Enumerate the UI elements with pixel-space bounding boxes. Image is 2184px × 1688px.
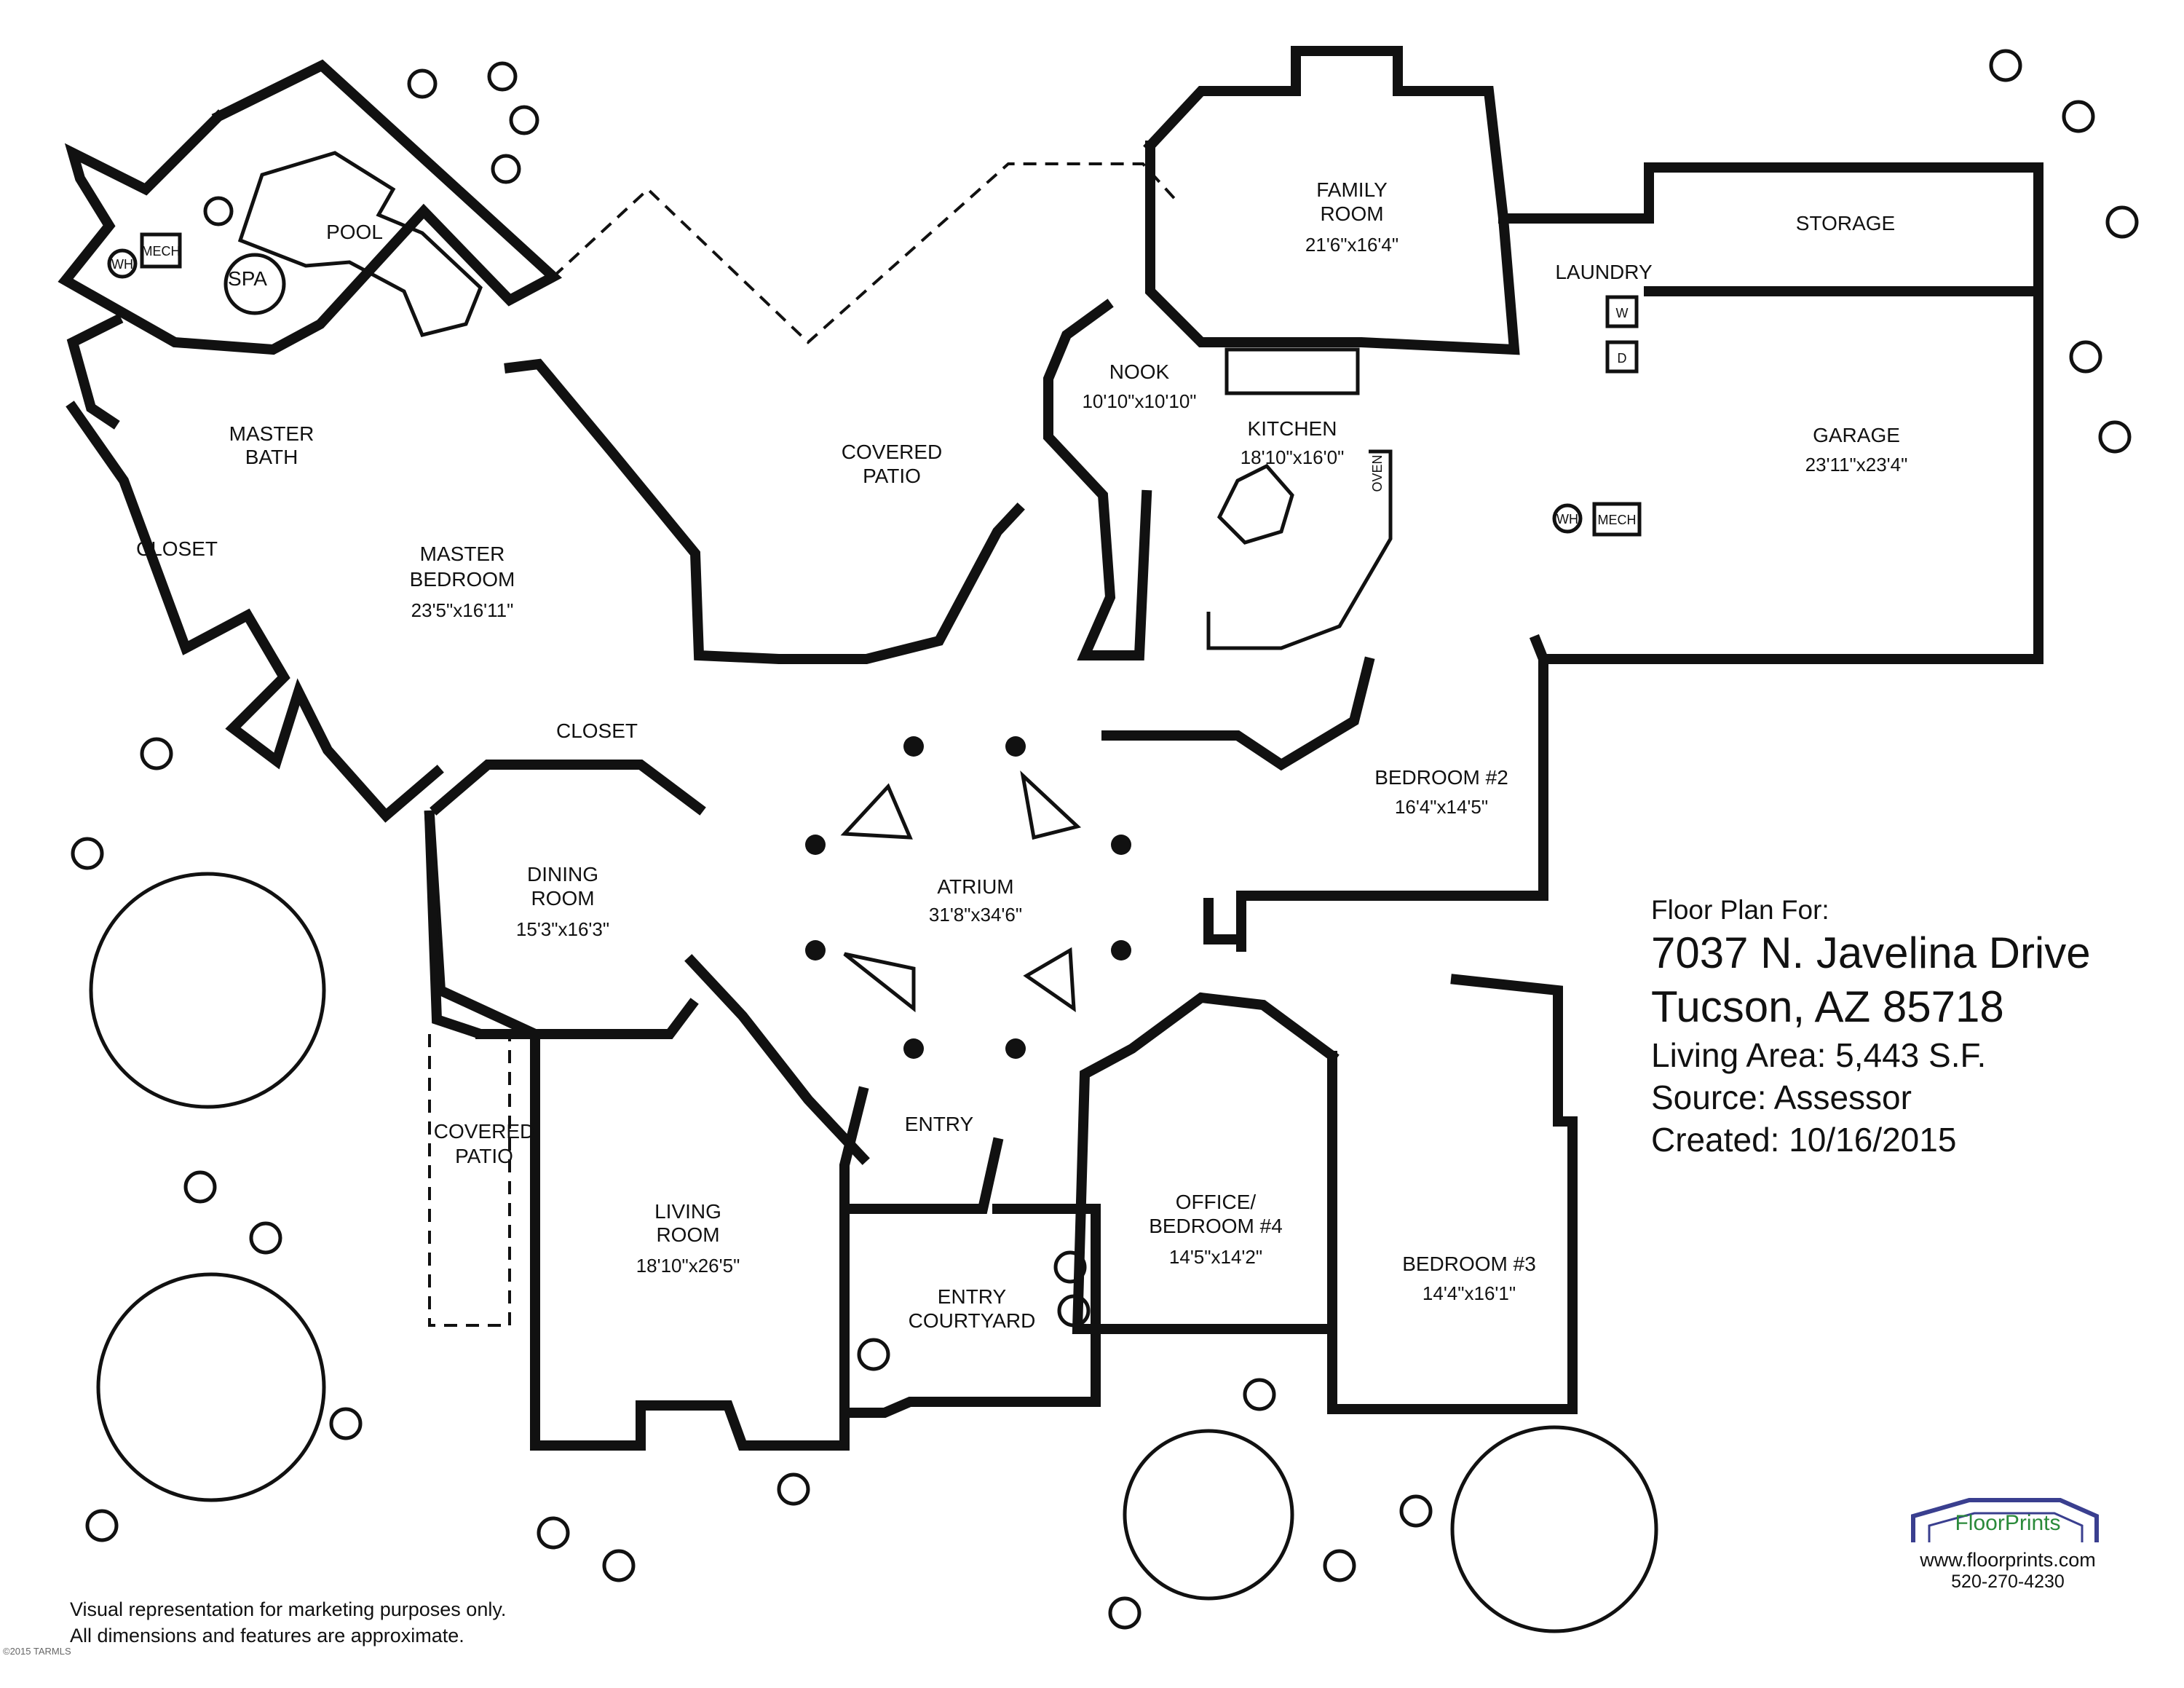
- master-bedroom-label-1: MASTER: [420, 543, 505, 565]
- kitchen-label: KITCHEN: [1248, 417, 1337, 440]
- brand-block: FloorPrints www.floorprints.com 520-270-…: [1906, 1511, 2110, 1593]
- nook-dim: 10'10"x10'10": [1082, 390, 1196, 412]
- living-area: Living Area: 5,443 S.F.: [1651, 1036, 1987, 1074]
- info-heading: Floor Plan For:: [1651, 895, 1829, 925]
- dining-room-dim: 15'3"x16'3": [516, 918, 609, 940]
- water-heater-left: [107, 248, 138, 279]
- nook-label: NOOK: [1109, 360, 1170, 383]
- brand-phone: 520-270-4230: [1951, 1571, 2065, 1592]
- pool: [237, 151, 483, 337]
- laundry-label: LAUNDRY: [1555, 261, 1653, 283]
- brand-name: FloorPrints: [1955, 1511, 2061, 1535]
- family-room-label-2: ROOM: [1320, 202, 1383, 225]
- planter: [840, 783, 913, 840]
- disclaimer-line-1: Visual representation for marketing purp…: [70, 1598, 507, 1620]
- entry-courtyard-label-1: ENTRY: [938, 1285, 1007, 1308]
- dining-room-label-2: ROOM: [531, 887, 594, 910]
- pool-area: [107, 151, 483, 337]
- mech-left-label: MECH: [142, 244, 181, 259]
- exterior-walls: [58, 46, 2043, 1451]
- created-date: Created: 10/16/2015: [1651, 1121, 1957, 1159]
- spa: [223, 253, 286, 315]
- entry-courtyard-label-2: COURTYARD: [909, 1309, 1036, 1332]
- planter: [1023, 947, 1076, 1012]
- office-label-2: BEDROOM #4: [1149, 1215, 1283, 1237]
- tree: [89, 872, 326, 1109]
- office-label-1: OFFICE/: [1176, 1191, 1257, 1213]
- covered-patio-top-label-1: COVERED: [842, 441, 942, 463]
- closet-left-label: CLOSET: [136, 537, 218, 560]
- mech-left: [140, 232, 182, 269]
- covered-patio-left-label-2: PATIO: [455, 1145, 513, 1167]
- tree: [1450, 1425, 1658, 1633]
- address-line-2: Tucson, AZ 85718: [1651, 982, 2004, 1031]
- master-bedroom-dim: 23'5"x16'11": [411, 599, 514, 621]
- bedroom-3-label: BEDROOM #3: [1402, 1253, 1536, 1275]
- landscaping: [71, 49, 2139, 1633]
- address-line-1: 7037 N. Javelina Drive: [1651, 928, 2091, 977]
- copyright: ©2015 TARMLS: [3, 1646, 71, 1657]
- kitchen-island: [1216, 463, 1294, 545]
- bedroom-2-dim: 16'4"x14'5": [1395, 796, 1488, 818]
- kitchen-fixtures: [1043, 299, 1393, 660]
- oven-label: OVEN: [1370, 454, 1385, 492]
- pool-label: POOL: [326, 221, 383, 243]
- covered-patio-left-label-1: COVERED: [434, 1120, 534, 1143]
- planter: [1020, 770, 1082, 840]
- master-bath-label-1: MASTER: [229, 422, 314, 445]
- family-room-dim: 21'6"x16'4": [1305, 234, 1398, 256]
- living-room-dim: 18'10"x26'5": [636, 1255, 740, 1277]
- source: Source: Assessor: [1651, 1078, 1912, 1116]
- disclaimer-line-2: All dimensions and features are approxim…: [70, 1625, 464, 1646]
- mech-right-label: MECH: [1598, 513, 1637, 527]
- closet-mid-label: CLOSET: [556, 719, 638, 742]
- dining-room-label-1: DINING: [527, 863, 598, 886]
- tree: [96, 1272, 326, 1502]
- wh-left-label: WH: [111, 257, 133, 272]
- family-room-label-1: FAMILY: [1316, 178, 1388, 201]
- master-bath-label-2: BATH: [245, 446, 298, 468]
- atrium-label: ATRIUM: [937, 875, 1013, 898]
- atrium-columns: [805, 736, 1131, 1059]
- living-room-label-1: LIVING: [654, 1200, 721, 1223]
- property-info: Floor Plan For: 7037 N. Javelina Drive T…: [1651, 894, 2091, 1161]
- entry-label: ENTRY: [905, 1113, 974, 1135]
- washer-label: W: [1616, 306, 1629, 320]
- dryer-label: D: [1618, 351, 1627, 366]
- office-dim: 14'5"x14'2": [1169, 1246, 1262, 1268]
- covered-patio-top-label-2: PATIO: [863, 465, 921, 487]
- garage-dim: 23'11"x23'4": [1805, 454, 1908, 476]
- disclaimer: Visual representation for marketing purp…: [70, 1596, 506, 1649]
- counter: [1224, 347, 1360, 395]
- wh-right-label: WH: [1556, 512, 1578, 526]
- bedroom-2-label: BEDROOM #2: [1374, 766, 1508, 789]
- master-bedroom-label-2: BEDROOM: [410, 568, 515, 591]
- planter: [843, 952, 916, 1013]
- room-labels: POOL SPA WH MECH MASTER BATH CLOSET MAST…: [111, 178, 1907, 1332]
- atrium-dim: 31'8"x34'6": [929, 904, 1022, 926]
- garage-fixtures: [1552, 295, 2024, 661]
- storage-label: STORAGE: [1796, 212, 1895, 234]
- kitchen-dim: 18'10"x16'0": [1241, 446, 1345, 468]
- spa-label: SPA: [228, 267, 267, 290]
- garage-label: GARAGE: [1813, 424, 1900, 446]
- living-room-label-2: ROOM: [656, 1223, 719, 1246]
- tree: [1123, 1429, 1294, 1601]
- brand-website[interactable]: www.floorprints.com: [1920, 1549, 2096, 1571]
- bedroom-3-dim: 14'4"x16'1": [1423, 1282, 1516, 1304]
- floorprints-logo: [1911, 1498, 2099, 1542]
